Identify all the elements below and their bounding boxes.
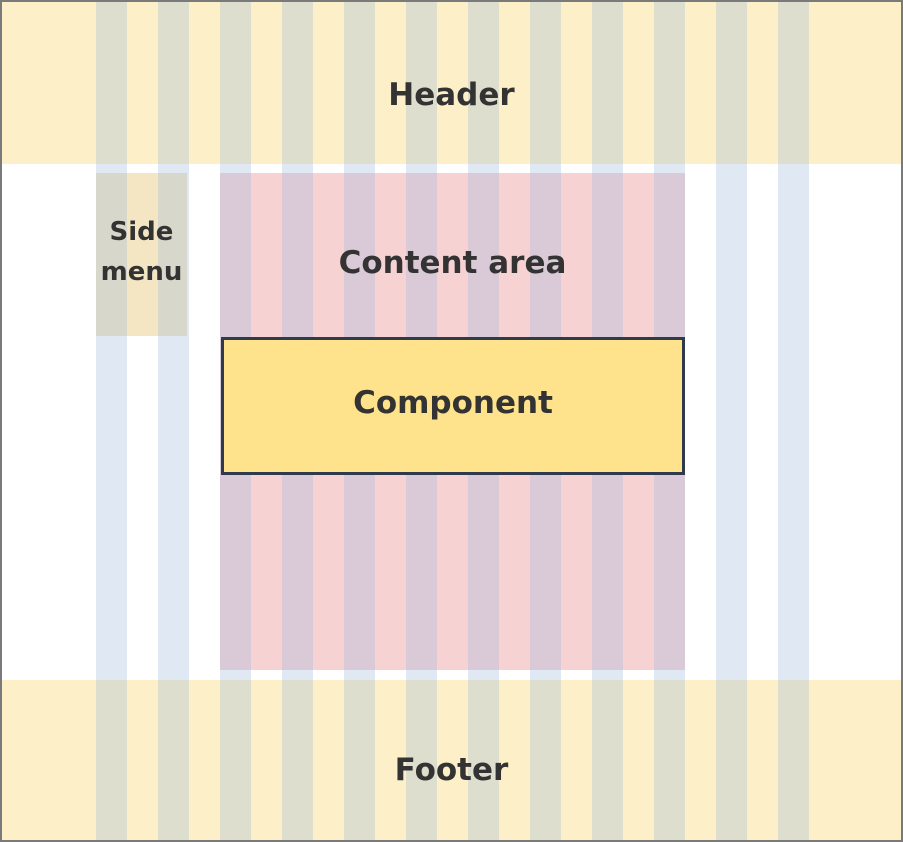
header-region	[2, 2, 901, 164]
component-label: Component	[353, 385, 553, 421]
footer-label: Footer	[394, 752, 509, 788]
side-menu-label: Side menu	[100, 217, 183, 287]
component-box	[221, 337, 685, 475]
footer-region	[2, 680, 901, 840]
side-menu-region	[96, 173, 187, 336]
header-label: Header	[388, 77, 515, 113]
content-area-label: Content area	[338, 245, 567, 281]
